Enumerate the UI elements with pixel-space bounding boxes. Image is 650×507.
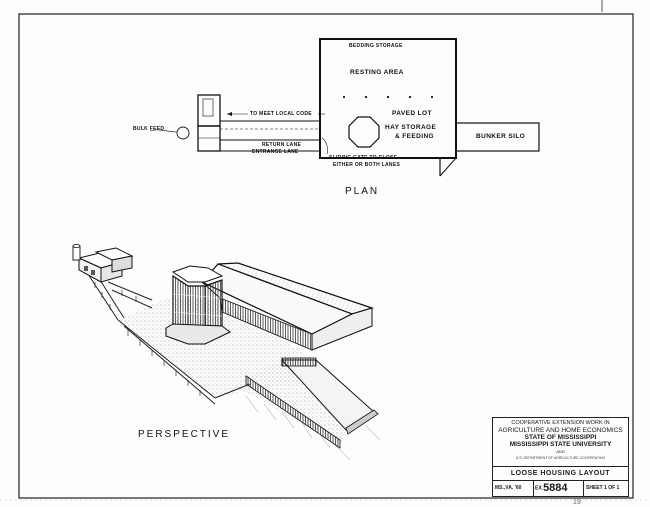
number-row: MS.,VA. '60 EX.5884 SHEET 1 OF 1 — [493, 480, 628, 496]
label-bunker-silo: BUNKER SILO — [476, 133, 526, 140]
label-resting-area: RESTING AREA — [350, 69, 404, 76]
dairy-building — [72, 243, 134, 283]
bulk-feed-circle — [176, 126, 190, 140]
agency-line-6: U.S. DEPARTMENT OF AGRICULTURE COOPERATI… — [515, 456, 606, 460]
margin-note: 19 — [573, 499, 581, 506]
plan-view — [149, 38, 540, 177]
long-shed — [201, 262, 374, 351]
label-hay-storage-1: HAY STORAGE — [385, 124, 437, 131]
label-sliding-gate-2: EITHER OR BOTH LANES — [333, 162, 401, 168]
label-sliding-gate-1: SLIDING GATE TO CLOSE — [329, 155, 398, 161]
label-return-lane: RETURN LANE — [262, 142, 302, 148]
hay-storage-tower — [165, 265, 231, 345]
agency-line-2: AGRICULTURE AND HOME ECONOMICS — [498, 427, 623, 434]
drawing-title: LOOSE HOUSING LAYOUT — [493, 466, 628, 481]
label-entrance-lane: ENTRANCE LANE — [252, 149, 299, 155]
ex-prefix: EX. — [535, 485, 544, 492]
label-hay-storage-2: & FEEDING — [395, 133, 434, 140]
plan-number-cell: EX.5884 — [535, 480, 584, 496]
agency-line-4: MISSISSIPPI STATE UNIVERSITY — [509, 441, 612, 448]
title-block: COOPERATIVE EXTENSION WORK IN AGRICULTUR… — [492, 417, 629, 497]
label-bulk-feed: BULK FEED — [133, 126, 165, 132]
perspective-title: PERSPECTIVE — [138, 429, 231, 440]
hay-storage-octagon — [348, 116, 380, 148]
bunker-silo-perspective — [245, 357, 379, 449]
state-date: MS.,VA. '60 — [495, 480, 534, 496]
plan-number: 5884 — [543, 482, 568, 494]
plan-title: PLAN — [345, 186, 380, 197]
sheet-border — [18, 13, 634, 499]
label-to-meet-local-code: TO MEET LOCAL CODE — [250, 111, 312, 117]
agency-line-1: COOPERATIVE EXTENSION WORK IN — [511, 420, 610, 426]
agency-block: COOPERATIVE EXTENSION WORK IN AGRICULTUR… — [493, 420, 628, 462]
sheet-number: SHEET 1 OF 1 — [586, 485, 620, 491]
agency-line-5: AND — [556, 449, 565, 454]
milking-building — [197, 94, 221, 127]
agency-line-3: STATE OF MISSISSIPPI — [524, 434, 597, 441]
label-paved-lot: PAVED LOT — [392, 110, 432, 117]
perspective-view — [72, 243, 381, 461]
label-bedding-storage: BEDDING STORAGE — [349, 43, 403, 49]
